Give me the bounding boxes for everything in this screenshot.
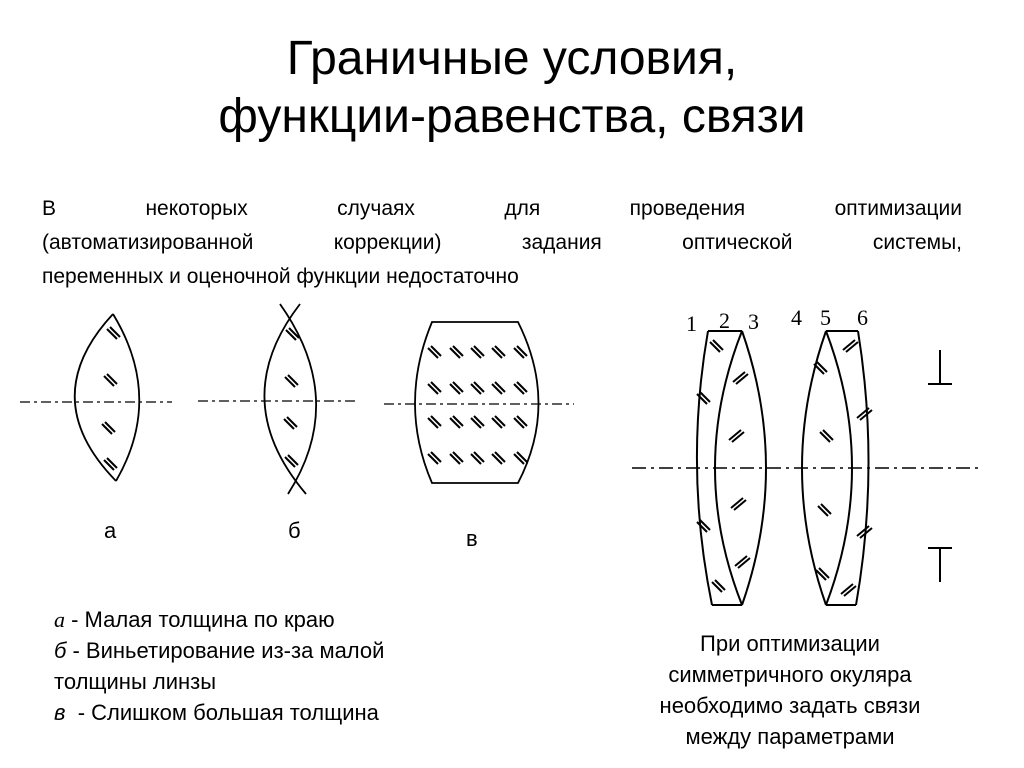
stop-mark-bottom [928, 547, 952, 582]
surface-number-3: 3 [748, 309, 759, 334]
slide-title-line-1: Граничные условия, [286, 32, 738, 85]
lens-a-thin-edge [20, 313, 172, 482]
surface-number-2: 2 [719, 308, 730, 333]
legend-row-v: в - Слишком большая толщина [54, 697, 494, 728]
note-line-3: необходимо задать связи [659, 693, 921, 718]
surface-number-4: 4 [791, 305, 802, 330]
stop-mark-top [928, 350, 952, 385]
note-line-1: При оптимизации [700, 631, 880, 656]
eyepiece-note: При оптимизации симметричного окуляра не… [600, 628, 980, 752]
note-line-4: между параметрами [685, 724, 895, 749]
surface-number-6: 6 [857, 305, 868, 330]
legend-row-b-cont: толщины линзы [54, 666, 494, 697]
slide-title: Граничные условия, функции-равенства, св… [0, 30, 1024, 146]
lens-c-thick [384, 321, 574, 484]
legend-row-a: а - Малая толщина по краю [54, 604, 494, 635]
legend-key-a: а [54, 607, 65, 632]
surface-number-1: 1 [686, 311, 697, 336]
legend-key-b: б [54, 638, 67, 663]
note-line-2: симметричного окуляра [668, 662, 912, 687]
symmetric-eyepiece [632, 330, 982, 606]
surface-number-5: 5 [820, 305, 831, 330]
lens-b-vignetting [198, 303, 356, 495]
intro-paragraph: В некоторых случаях для проведения оптим… [42, 192, 962, 294]
legend-text-v: - Слишком большая толщина [65, 700, 379, 725]
legend-key-v: в [54, 700, 66, 725]
legend-text-a: - Малая толщина по краю [65, 607, 335, 632]
figure-label-b: б [288, 518, 301, 543]
figure-label-v: в [466, 526, 478, 551]
slide-title-line-2: функции-равенства, связи [218, 90, 806, 143]
legend-text-b: - Виньетирование из-за малой [66, 638, 385, 663]
lens-c-hatching [427, 345, 528, 465]
figure-legend: а - Малая толщина по краю б - Виньетиров… [54, 604, 494, 728]
legend-row-b: б - Виньетирование из-за малой [54, 635, 494, 666]
intro-line-2: (автоматизированной коррекции) задания о… [42, 231, 962, 254]
figure-label-a: а [104, 518, 117, 543]
intro-line-3: переменных и оценочной функции недостато… [42, 265, 519, 288]
intro-line-1: В некоторых случаях для проведения оптим… [42, 197, 962, 220]
legend-text-b-cont: толщины линзы [54, 669, 217, 694]
